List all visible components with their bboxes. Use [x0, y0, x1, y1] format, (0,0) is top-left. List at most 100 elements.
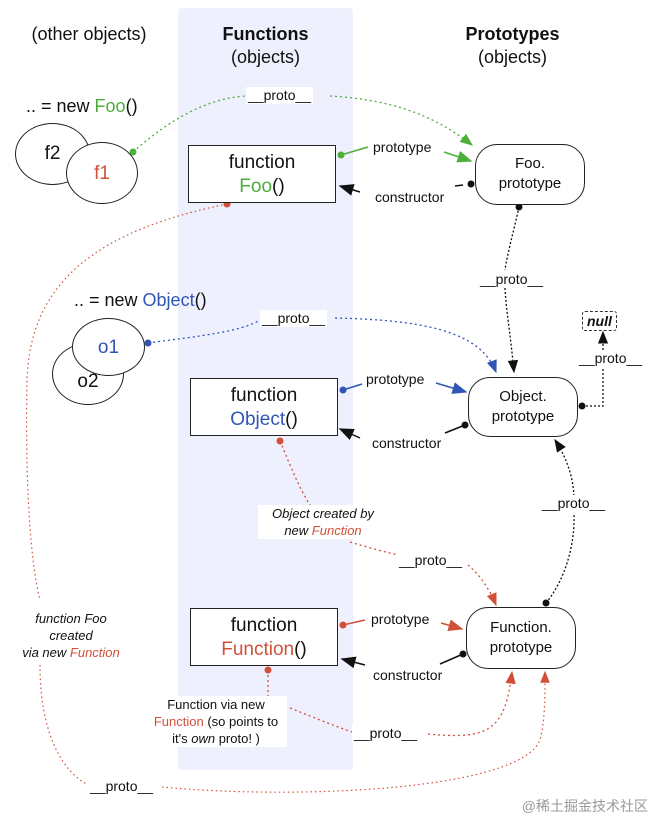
f1-proto-label: __proto__: [246, 87, 314, 104]
function-function-name-text: Function: [221, 639, 295, 660]
header-other-label: (other objects): [31, 24, 147, 44]
foo-created-note: function Foo created via new Function: [16, 610, 126, 661]
function-object-name-text: Object: [230, 409, 286, 430]
foo-created-note-line3: via new Function: [16, 644, 126, 661]
object-prototype-line2: prototype: [491, 408, 555, 425]
object-prototype-proto-null-link: [582, 332, 603, 407]
object-fn-proto-label: __proto__: [397, 552, 465, 569]
foo-created-note-fn: Function: [69, 645, 120, 660]
new-object-suffix: (): [194, 290, 207, 310]
function-object-keyword: function: [230, 385, 298, 406]
function-function-box: function Function(): [190, 608, 338, 666]
function-prototype-box: Function. prototype: [466, 607, 576, 669]
foo-constructor-label: constructor: [373, 189, 447, 206]
function-function-name: Function(): [191, 638, 337, 662]
function-constructor-link: [439, 653, 464, 665]
foo-created-note-line1: function Foo: [35, 611, 107, 626]
header-prototypes-title: Prototypes: [465, 24, 560, 44]
instance-o1-label: o1: [97, 337, 120, 358]
function-via-note: Function via new Function (so points to …: [145, 696, 287, 747]
function-object-box: function Object(): [190, 378, 338, 436]
header-other-objects: (other objects): [14, 23, 164, 46]
foo-prototype-line1: Foo.: [514, 155, 545, 172]
foo-prototype-proto-link: [505, 206, 519, 372]
function-prototype-line1: Function.: [490, 619, 552, 636]
function-prototype-label: prototype: [369, 611, 432, 628]
watermark: @稀土掘金技术社区: [521, 798, 648, 814]
header-prototypes: Prototypes (objects): [430, 23, 595, 69]
foo-fn-proto-link: [25, 203, 545, 793]
instance-f1: f1: [66, 142, 138, 204]
object-prototype-proto-label: __proto__: [579, 350, 643, 366]
f1-proto-link: [132, 95, 472, 152]
function-foo-keyword: function: [228, 152, 296, 173]
function-fn-proto-label: __proto__: [352, 725, 420, 742]
object-created-note-line2: new Function: [258, 522, 388, 539]
function-via-note-suffix: proto! ): [215, 731, 260, 746]
foo-created-note-line2: created: [49, 628, 93, 643]
function-via-note-em: own: [191, 731, 216, 746]
function-via-note-line2: Function (so points to: [145, 713, 287, 730]
new-object-label: .. = new Object(): [74, 290, 207, 311]
object-prototype-label: prototype: [364, 371, 427, 388]
function-object-name: Object(): [191, 408, 337, 432]
o1-proto-label: __proto__: [260, 310, 328, 327]
function-via-note-rest: (so points to: [203, 714, 279, 729]
function-foo-box: function Foo(): [188, 145, 336, 203]
function-object-parens: (): [285, 409, 298, 430]
object-created-note-new: new: [284, 523, 312, 538]
object-prototype-link: [342, 383, 363, 391]
foo-constructor-link: [454, 184, 464, 187]
function-prototype-proto-label: __proto__: [540, 495, 608, 512]
function-prototype-link: [342, 619, 366, 626]
instance-f2-label: f2: [44, 143, 61, 164]
function-function-parens: (): [294, 639, 307, 660]
object-prototype-line1: Object.: [499, 388, 547, 405]
object-fn-proto-link: [279, 440, 496, 605]
object-created-note: Object created by new Function: [258, 505, 388, 539]
header-prototypes-subtitle: (objects): [477, 47, 548, 67]
o1-proto-link: [147, 317, 496, 372]
object-constructor-link: [444, 424, 466, 434]
header-functions-subtitle: (objects): [230, 47, 301, 67]
instance-f1-label: f1: [94, 163, 110, 184]
function-prototype-line2: prototype: [489, 639, 553, 656]
function-via-note-line3: it's own proto! ): [145, 730, 287, 747]
foo-prototype-label: prototype: [371, 139, 434, 156]
instance-o1: o1: [72, 318, 145, 376]
foo-fn-proto-label: __proto__: [88, 778, 156, 795]
function-constructor-label: constructor: [371, 667, 445, 684]
new-object-prefix: .. = new: [74, 290, 143, 310]
foo-prototype-line2: prototype: [498, 175, 562, 192]
function-function-keyword: function: [230, 615, 298, 636]
function-via-note-prefix: it's: [172, 731, 192, 746]
object-constructor-label: constructor: [370, 435, 444, 452]
foo-created-note-prefix: via new: [22, 645, 70, 660]
object-prototype-box: Object. prototype: [468, 377, 578, 437]
header-functions-title: Functions: [222, 24, 309, 44]
function-via-note-fn: Function: [153, 714, 204, 729]
foo-prototype-proto-label: __proto__: [478, 271, 546, 288]
function-foo-parens: (): [272, 176, 285, 197]
new-foo-label: .. = new Foo(): [26, 96, 138, 117]
new-foo-prefix: .. = new: [26, 96, 95, 116]
f1-proto-dot: [129, 148, 137, 156]
null-label: null: [587, 313, 612, 329]
function-foo-name-text: Foo: [239, 176, 273, 197]
new-object-name: Object: [142, 290, 195, 310]
foo-prototype-box: Foo. prototype: [475, 144, 585, 205]
foo-prototype-link: [340, 146, 369, 156]
function-fn-proto-link: [267, 670, 512, 737]
object-created-note-fn: Function: [311, 523, 362, 538]
function-via-note-line1: Function via new: [167, 697, 265, 712]
function-prototype-proto-link: [546, 440, 575, 604]
new-foo-suffix: (): [125, 96, 138, 116]
function-foo-name: Foo(): [189, 175, 335, 199]
object-created-note-line1: Object created by: [272, 506, 374, 521]
instance-o2-label: o2: [77, 371, 99, 392]
header-functions: Functions (objects): [183, 23, 348, 69]
new-foo-name: Foo: [94, 96, 126, 116]
null-box: null: [582, 311, 617, 331]
